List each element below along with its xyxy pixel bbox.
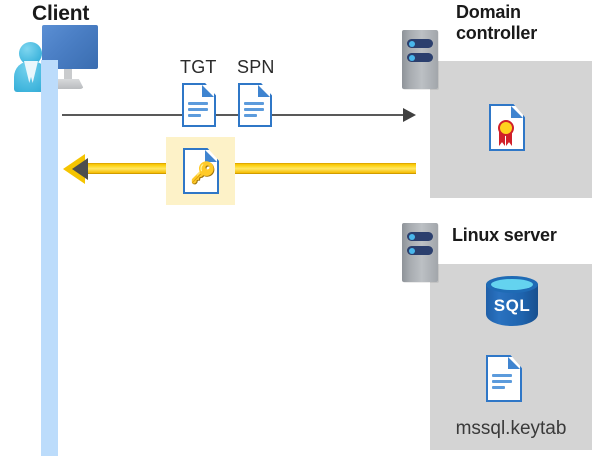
client-lifeline-stub — [41, 60, 58, 98]
certificate-ribbon-left-icon — [499, 132, 505, 146]
certificate-document-icon — [489, 104, 525, 151]
sql-database-label: SQL — [493, 296, 531, 315]
tgt-document-icon — [182, 83, 216, 127]
domain-controller-title: Domain controller — [456, 2, 596, 43]
certificate-ribbon-right-icon — [506, 132, 512, 146]
response-arrow-head-inner-icon — [72, 158, 88, 180]
key-icon: 🔑 — [190, 162, 217, 185]
domain-controller-server-rack-icon — [402, 30, 438, 89]
request-arrow-line — [62, 114, 407, 116]
linux-server-rack-icon — [402, 223, 438, 282]
monitor-base-icon — [52, 79, 84, 89]
rack-led-row-icon — [407, 53, 433, 62]
person-head-icon — [19, 42, 42, 65]
keytab-file-label: mssql.keytab — [455, 418, 567, 439]
monitor-neck-icon — [64, 69, 72, 81]
keytab-document-icon — [486, 355, 522, 402]
kerberos-ticket-key-document-icon: 🔑 — [183, 148, 219, 194]
rack-led-row-icon — [407, 246, 433, 255]
spn-label: SPN — [237, 57, 275, 77]
client-title: Client — [32, 2, 90, 25]
rack-led-row-icon — [407, 232, 433, 241]
response-arrow-line — [80, 163, 416, 174]
client-lifeline — [41, 60, 58, 456]
linux-server-title: Linux server — [452, 225, 557, 245]
domain-controller-title-line1: Domain — [456, 2, 521, 22]
tgt-label: TGT — [180, 57, 217, 77]
sql-database-icon: SQL — [486, 276, 538, 332]
spn-document-icon — [238, 83, 272, 127]
rack-led-row-icon — [407, 39, 433, 48]
certificate-seal-icon — [498, 120, 514, 136]
request-arrow-head-icon — [403, 108, 416, 122]
domain-controller-title-line2: controller — [456, 22, 538, 43]
